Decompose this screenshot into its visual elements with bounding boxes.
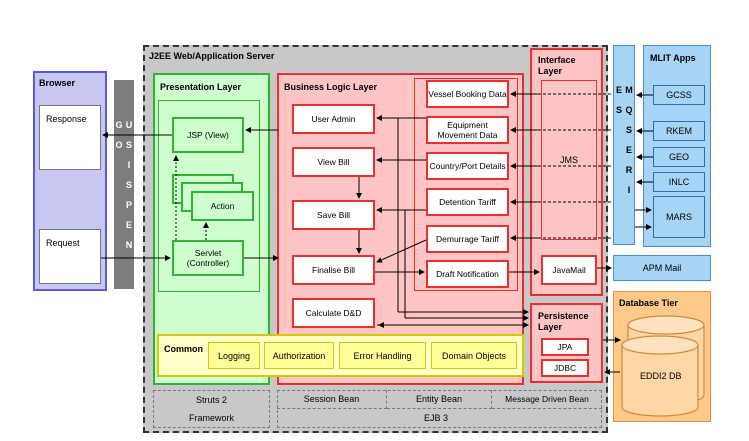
geo-box: GEO bbox=[653, 147, 705, 167]
session-bean-label: Session Bean bbox=[303, 394, 360, 404]
response-box: Response bbox=[39, 105, 101, 170]
entity-bean-label: Entity Bean bbox=[415, 394, 463, 404]
authorization-box: Authorization bbox=[264, 342, 334, 369]
jsp-view-box: JSP (View) bbox=[172, 117, 244, 153]
rkem-box: RKEM bbox=[653, 121, 705, 141]
vessel-booking-box: Vessel Booking Data bbox=[426, 80, 509, 108]
mars-box: MARS bbox=[653, 196, 705, 238]
presentation-inner bbox=[158, 100, 260, 292]
jpa-box: JPA bbox=[541, 338, 589, 356]
logging-box: Logging bbox=[208, 342, 260, 369]
mq-series-bar bbox=[613, 45, 635, 245]
data-services-group bbox=[414, 78, 518, 291]
struts-label: Struts 2 Framework bbox=[188, 395, 234, 423]
browser-title: Browser bbox=[39, 78, 76, 88]
save-bill-box: Save Bill bbox=[292, 200, 375, 230]
calculate-dd-box: Calculate D&D bbox=[292, 298, 375, 328]
country-port-box: Country/Port Details bbox=[426, 152, 509, 180]
jms-label: JMS bbox=[560, 155, 578, 165]
mq-series-label: M Q S E R I E S bbox=[614, 85, 634, 195]
ejb3-label: EJB 3 bbox=[424, 413, 449, 423]
database-title: Database Tier bbox=[619, 298, 678, 308]
servlet-controller-box: Servlet (Controller) bbox=[172, 240, 244, 276]
business-title: Business Logic Layer bbox=[284, 82, 378, 92]
persistence-title: Persistence Layer bbox=[538, 311, 589, 332]
finalise-bill-box: Finalise Bill bbox=[292, 255, 375, 285]
session-bean-cell: Session Bean bbox=[277, 390, 387, 409]
ejb-framework-box bbox=[277, 390, 602, 428]
eddi2-db-label: EDDI2 DB bbox=[640, 371, 682, 381]
request-box: Request bbox=[39, 229, 101, 284]
struts-framework-box: Struts 2 Framework bbox=[153, 390, 270, 428]
mlit-title: MLIT Apps bbox=[650, 53, 696, 63]
error-handling-box: Error Handling bbox=[339, 342, 426, 369]
entity-bean-cell: Entity Bean bbox=[387, 390, 492, 409]
jms-box: JMS bbox=[541, 80, 597, 240]
mdb-cell: Message Driven Bean bbox=[492, 390, 602, 409]
jdbc-box: JDBC bbox=[541, 359, 589, 377]
javamail-box: JavaMail bbox=[541, 255, 597, 285]
mdb-label: Message Driven Bean bbox=[505, 394, 589, 404]
action-box: Action bbox=[191, 191, 254, 221]
usi-spengo-label: U S I S P E N G O bbox=[114, 120, 134, 250]
database-tier-panel bbox=[613, 291, 711, 422]
interface-title: Interface Layer bbox=[538, 55, 576, 76]
domain-objects-box: Domain Objects bbox=[431, 342, 517, 369]
gcss-box: GCSS bbox=[653, 85, 705, 105]
request-label: Request bbox=[46, 238, 80, 248]
detention-tariff-box: Detention Tariff bbox=[426, 188, 509, 216]
usi-spengo-bar bbox=[114, 80, 134, 289]
draft-notification-box: Draft Notification bbox=[426, 260, 509, 288]
response-label: Response bbox=[46, 114, 87, 124]
demurrage-tariff-box: Demurrage Tariff bbox=[426, 225, 509, 253]
inlc-box: INLC bbox=[653, 172, 705, 192]
presentation-title: Presentation Layer bbox=[160, 82, 242, 92]
equipment-movement-box: Equipment Movement Data bbox=[426, 116, 509, 144]
server-title: J2EE Web/Application Server bbox=[149, 51, 275, 61]
common-title: Common bbox=[164, 344, 203, 354]
apm-mail-box: APM Mail bbox=[613, 255, 711, 281]
user-admin-box: User Admin bbox=[292, 104, 375, 134]
view-bill-box: View Bill bbox=[292, 147, 375, 177]
